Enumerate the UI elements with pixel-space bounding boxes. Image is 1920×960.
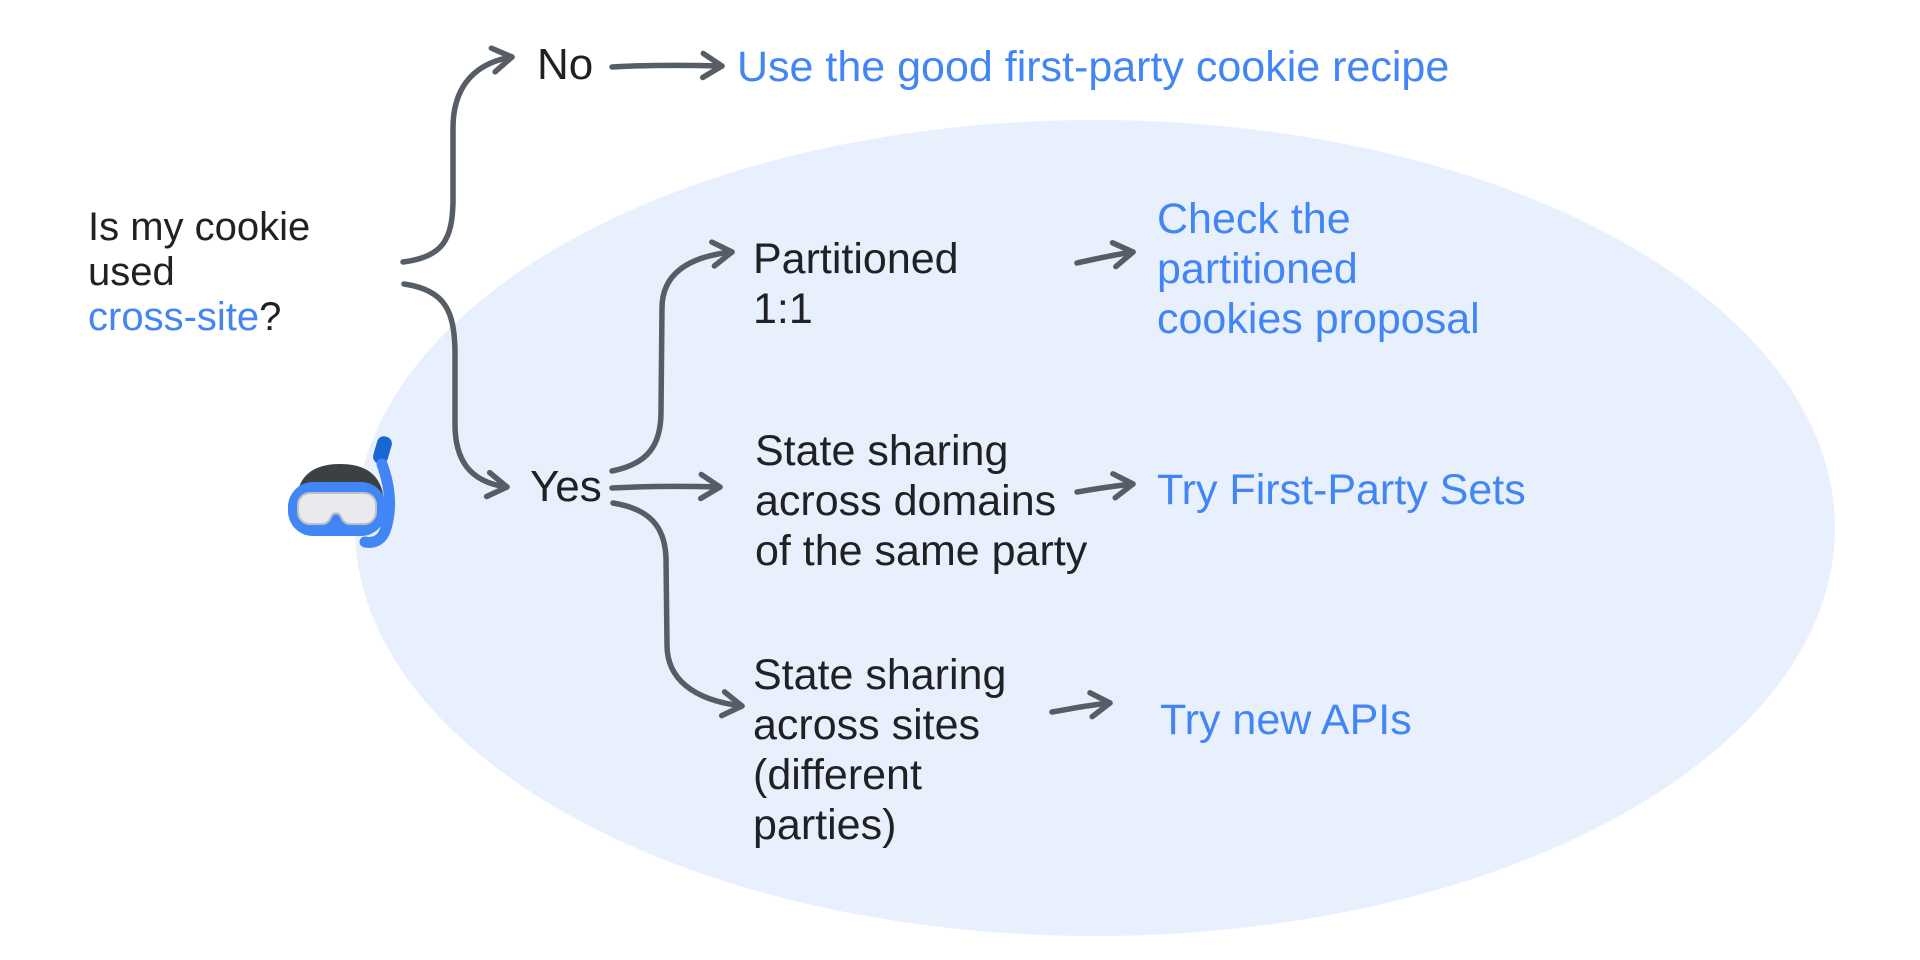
partitioned-cookies-proposal-link[interactable]: Check the partitioned cookies proposal (1157, 194, 1480, 344)
question-line: cross-site? (88, 295, 310, 340)
condition-line: of the same party (755, 527, 1088, 575)
arrow-sites-to-apis (1049, 690, 1113, 720)
outcome-line: Try new APIs (1160, 696, 1412, 744)
condition-line: (different (753, 751, 922, 799)
condition-partitioned: Partitioned 1:1 (753, 234, 959, 334)
outcome-line: Try First-Party Sets (1157, 466, 1526, 514)
first-party-sets-link[interactable]: Try First-Party Sets (1157, 465, 1526, 515)
connector-question-to-no (400, 45, 515, 265)
arrow-domains-to-fps (1074, 471, 1136, 501)
outcome-line: partitioned (1157, 245, 1358, 293)
connector-question-to-yes (401, 281, 510, 500)
connector-yes-to-state-sharing-domains (609, 471, 723, 502)
condition-line: across domains (755, 477, 1057, 525)
question-line: Is my cookie (88, 205, 311, 249)
outcome-line: cookies proposal (1157, 295, 1480, 343)
connector-yes-to-state-sharing-sites (610, 500, 745, 719)
new-apis-link[interactable]: Try new APIs (1160, 695, 1412, 745)
condition-line: parties) (753, 801, 897, 849)
arrow-no-to-recipe (609, 50, 725, 81)
cross-site-zone-ellipse (355, 120, 1835, 936)
branch-yes-label: Yes (530, 462, 602, 511)
condition-line: Partitioned (753, 235, 959, 283)
condition-state-sharing-sites: State sharing across sites (different pa… (753, 650, 1006, 850)
connector-yes-to-partitioned (609, 239, 735, 474)
first-party-recipe-link[interactable]: Use the good first-party cookie recipe (737, 43, 1450, 91)
condition-line: 1:1 (753, 285, 813, 333)
condition-line: State sharing (755, 427, 1009, 475)
condition-line: State sharing (753, 651, 1007, 699)
condition-state-sharing-domains: State sharing across domains of the same… (755, 426, 1087, 576)
question-text: Is my cookie used cross-site? (88, 205, 310, 340)
branch-no-label: No (537, 40, 594, 89)
condition-line: across sites (753, 701, 981, 749)
cross-site-link[interactable]: cross-site (88, 295, 260, 339)
outcome-line: Check the (1157, 195, 1351, 243)
question-line: used (88, 250, 175, 294)
arrow-partitioned-to-proposal (1074, 240, 1136, 270)
question-suffix: ? (259, 295, 282, 339)
diving-mask-icon (288, 436, 395, 548)
